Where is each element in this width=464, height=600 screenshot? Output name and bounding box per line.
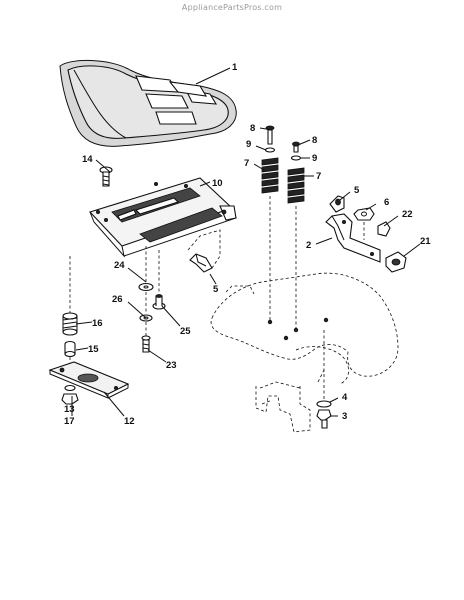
callout-14: 14	[82, 154, 93, 165]
seat-part[interactable]	[59, 59, 237, 147]
callout-1: 1	[232, 62, 238, 73]
callout-21: 21	[420, 236, 431, 247]
callout-7-right: 7	[316, 171, 321, 182]
callout-24: 24	[114, 260, 125, 271]
callout-5-left: 5	[213, 284, 219, 295]
callout-10: 10	[212, 178, 223, 189]
callout-4: 4	[342, 392, 348, 403]
callout-16: 16	[92, 318, 103, 329]
washer-9-left-part[interactable]	[264, 147, 276, 153]
spring-7-left-part[interactable]	[261, 157, 279, 194]
spring-16-part[interactable]	[62, 312, 78, 336]
nut-13-part[interactable]	[64, 384, 76, 392]
nut-6-part[interactable]	[353, 207, 375, 221]
fender-outline	[210, 272, 399, 433]
bracket-2-part[interactable]	[325, 213, 381, 263]
callout-8-right: 8	[312, 135, 317, 146]
callout-9-left: 9	[246, 139, 251, 150]
callout-13: 13	[64, 404, 75, 415]
washer-9-right-part[interactable]	[290, 155, 302, 161]
seat-pan-part[interactable]	[88, 177, 237, 258]
bolt-14-part[interactable]	[99, 166, 113, 187]
bolt-23-part[interactable]	[141, 335, 151, 353]
switch-21-part[interactable]	[385, 251, 407, 273]
callout-15: 15	[88, 344, 99, 355]
clip-22-part[interactable]	[377, 221, 391, 237]
callout-7-left: 7	[244, 158, 249, 169]
clip-5-left-part[interactable]	[189, 253, 213, 273]
callout-labels: 1 14 10 5 24 26 25 23 16 15 13 12 17 8 9…	[64, 62, 431, 427]
washer-24-part[interactable]	[138, 282, 154, 292]
callout-25: 25	[180, 326, 191, 337]
spacer-25-part[interactable]	[152, 294, 166, 310]
callout-23: 23	[166, 360, 177, 371]
callout-9-right: 9	[312, 153, 317, 164]
callout-5-right: 5	[354, 185, 360, 196]
leader-lines	[71, 67, 421, 417]
nut-17-part[interactable]	[61, 393, 79, 405]
watermark: AppliancePartsPros.com	[181, 3, 283, 12]
callout-3: 3	[342, 411, 347, 422]
bushing-15-part[interactable]	[64, 340, 76, 358]
bolt-8-right-part[interactable]	[292, 141, 300, 153]
callout-22: 22	[402, 209, 413, 220]
callout-6: 6	[384, 197, 389, 208]
callout-2: 2	[306, 240, 311, 251]
bolt-3-part[interactable]	[316, 409, 332, 429]
callout-17: 17	[64, 416, 75, 427]
bracket-12-part[interactable]	[48, 361, 130, 399]
callout-8-left: 8	[250, 123, 255, 134]
spring-7-right-part[interactable]	[287, 167, 305, 204]
callout-12: 12	[124, 416, 135, 427]
callout-26: 26	[112, 294, 123, 305]
washer-4-part[interactable]	[316, 400, 332, 408]
